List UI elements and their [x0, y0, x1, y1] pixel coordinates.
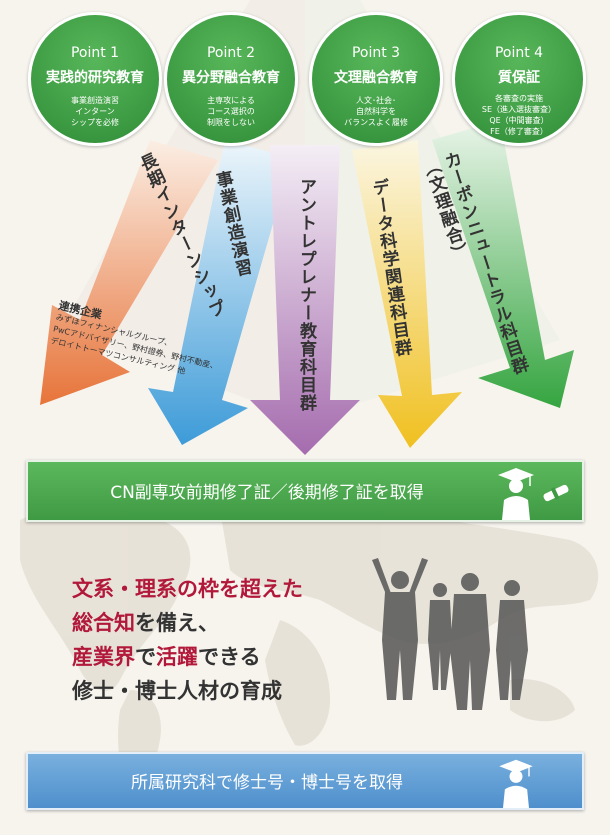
- point-circle-2: Point 2 異分野融合教育 主専攻による コース選択の 制限をしない: [164, 12, 298, 146]
- slogan-segment: 総合知: [72, 611, 135, 635]
- arrow-internship: [40, 140, 218, 405]
- arrow-entrepreneur: [250, 145, 360, 455]
- certificate-bar: CN副専攻前期修了証／後期修了証を取得: [26, 460, 584, 522]
- slogan-segment: 文系・理系の枠を超えた: [72, 577, 303, 601]
- point-circle-1: Point 1 実践的研究教育 事業創造演習 インターン シップを必修: [28, 12, 162, 146]
- point-title: 異分野融合教育: [182, 70, 280, 86]
- slogan-segment: できる: [198, 645, 261, 669]
- point-circle-3: Point 3 文理融合教育 人文･社会･ 自然科学を バランスよく履修: [309, 12, 443, 146]
- point-title: 質保証: [498, 70, 540, 86]
- degree-text: 所属研究科で修士号・博士号を取得: [131, 773, 403, 793]
- point-description: 各審査の実施 SE（進入選抜審査） QE（中間審査） FE（修了審査）: [481, 94, 557, 136]
- slogan-line-3: 産業界で活躍できる: [72, 640, 303, 674]
- people-silhouette-icon: [372, 558, 528, 710]
- graduate-icon: [498, 468, 534, 520]
- point-number: Point 2: [206, 45, 256, 61]
- point-number: Point 4: [494, 45, 544, 61]
- point-title: 文理融合教育: [334, 70, 418, 86]
- slogan-line-1: 文系・理系の枠を超えた: [72, 572, 303, 606]
- degree-bar: 所属研究科で修士号・博士号を取得: [26, 752, 584, 810]
- slogan-segment: を備え、: [135, 611, 219, 635]
- diploma-icon: [543, 484, 569, 502]
- slogan: 文系・理系の枠を超えた 総合知を備え、 産業界で活躍できる 修士・博士人材の育成: [72, 572, 303, 708]
- point-title: 実践的研究教育: [46, 70, 144, 86]
- arrow-label-entrepreneur: アントレプレナー教育科目群: [296, 178, 316, 412]
- slogan-line-2: 総合知を備え、: [72, 606, 303, 640]
- slogan-line-4: 修士・博士人材の育成: [72, 674, 303, 708]
- point-number: Point 1: [70, 45, 120, 61]
- slogan-segment: で: [135, 645, 156, 669]
- slogan-segment: 修士・博士人材の育成: [72, 679, 282, 703]
- point-description: 人文･社会･ 自然科学を バランスよく履修: [344, 96, 408, 127]
- arrow-data-science: [352, 140, 462, 448]
- point-number: Point 3: [351, 45, 401, 61]
- point-description: 主専攻による コース選択の 制限をしない: [207, 96, 255, 127]
- arrow-carbon-neutral: [432, 120, 574, 408]
- slogan-segment: 産業界: [72, 645, 135, 669]
- arrow-business-creation: [148, 140, 292, 445]
- point-circle-4: Point 4 質保証 各審査の実施 SE（進入選抜審査） QE（中間審査） F…: [452, 12, 586, 146]
- certificate-text: CN副専攻前期修了証／後期修了証を取得: [110, 483, 424, 503]
- slogan-segment: 活躍: [156, 645, 198, 669]
- graduate-icon: [499, 759, 533, 808]
- point-description: 事業創造演習 インターン シップを必修: [71, 96, 119, 127]
